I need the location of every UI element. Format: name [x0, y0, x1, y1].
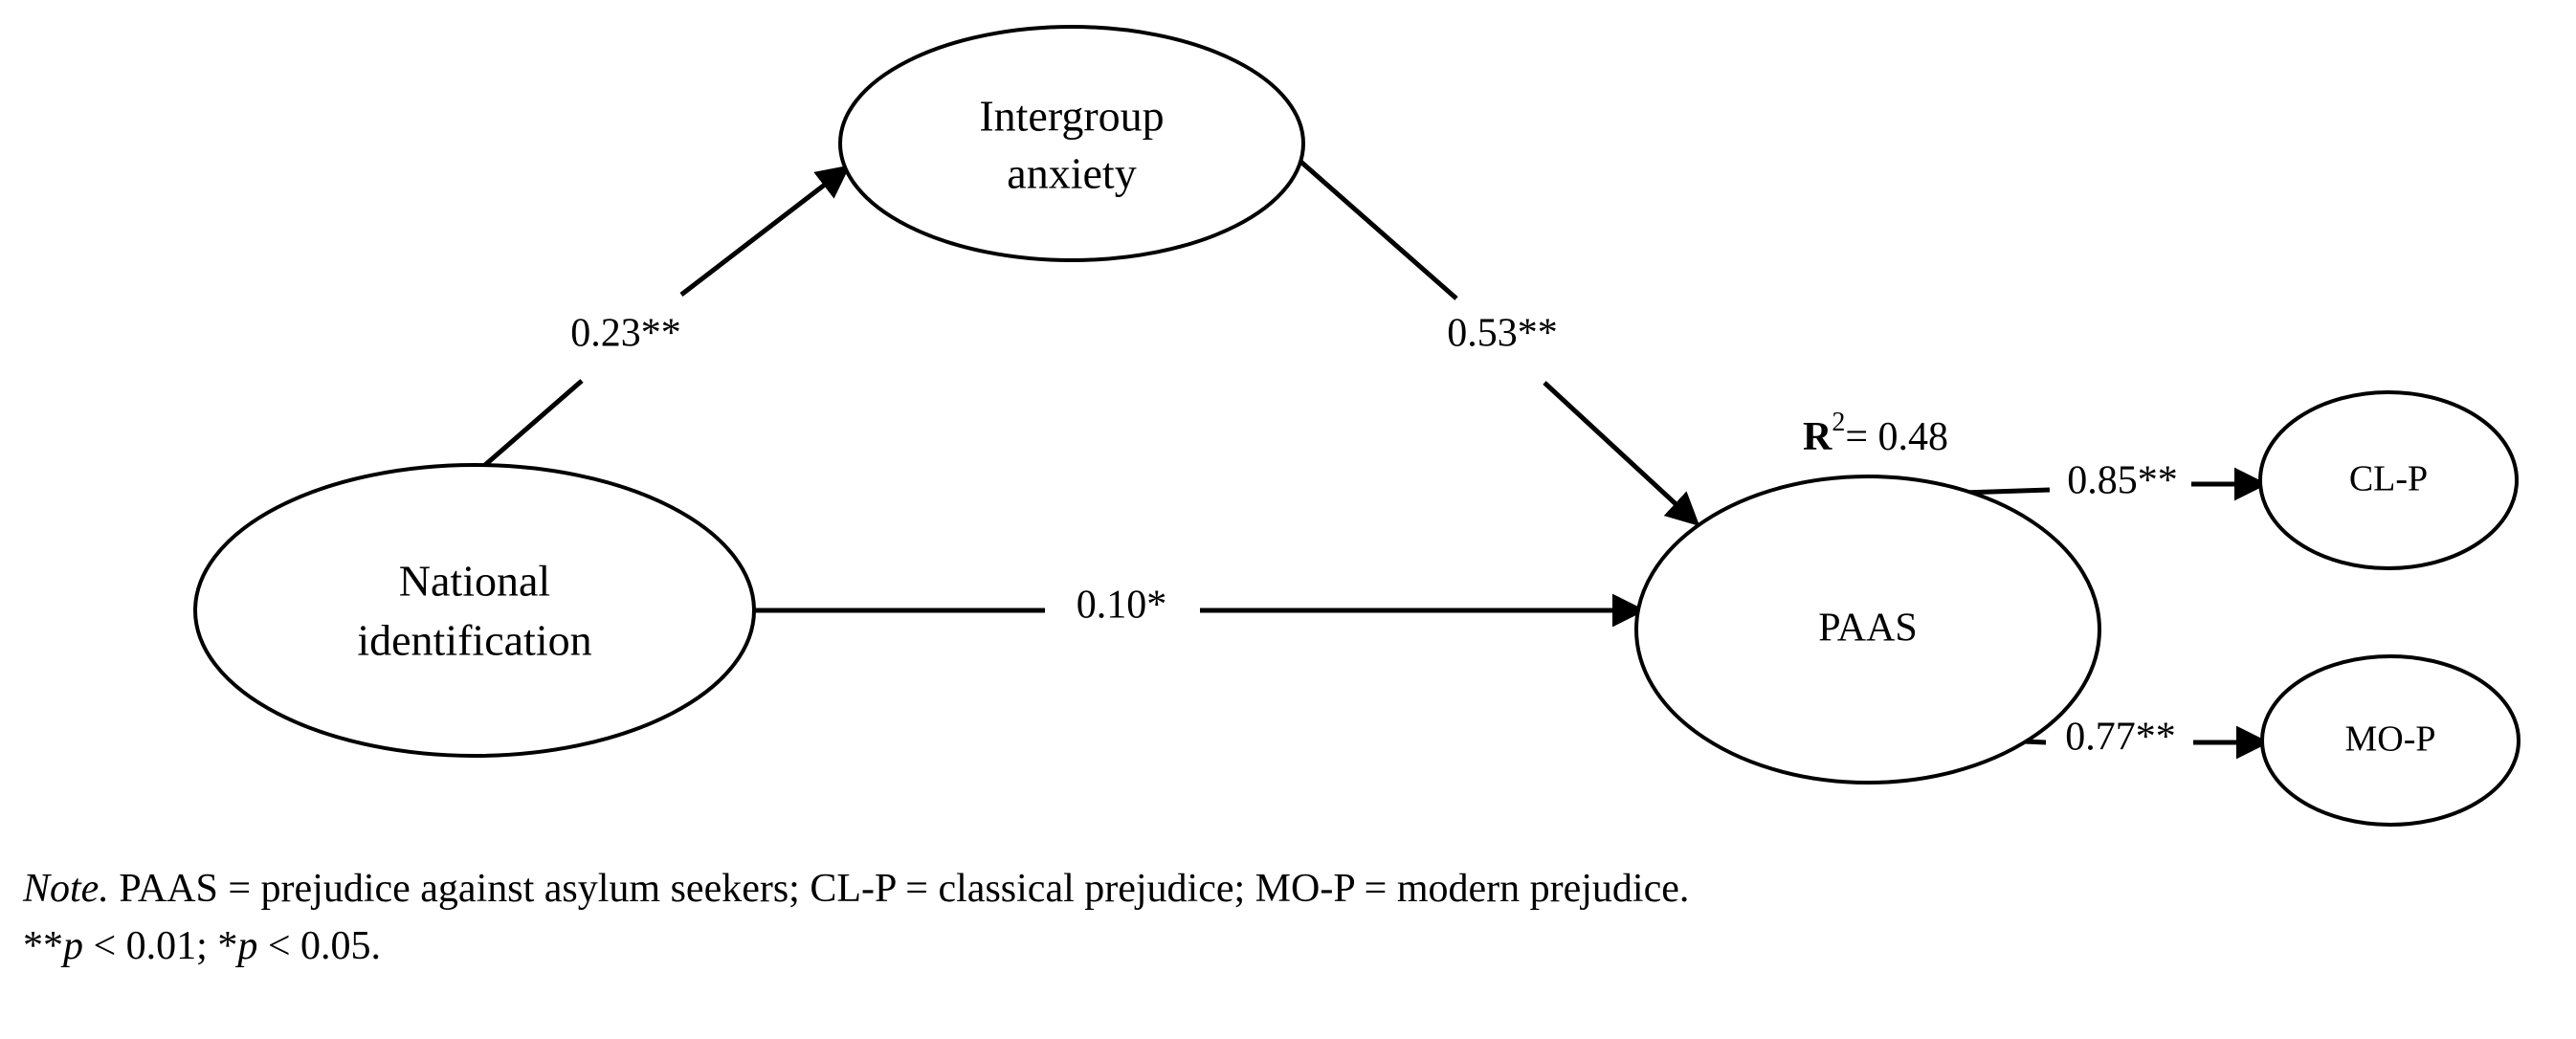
path-ni-to-anxiety: 0.23**	[477, 165, 851, 473]
node-cl-p-ellipse	[2258, 390, 2519, 570]
path-anxiety-to-paas-segment-upper	[1296, 157, 1458, 300]
figure-note-line-2: **p < 0.01; *p < 0.05.	[23, 918, 2511, 976]
node-paas-ellipse	[1634, 475, 2101, 785]
note-p-value-1: < 0.01;	[83, 923, 218, 968]
node-national-identification-label-line1: National	[399, 557, 550, 606]
path-anxiety-to-paas: 0.53**	[1296, 157, 1700, 526]
path-label-paas-to-clp: 0.85**	[2067, 459, 2178, 503]
node-mo-p-ellipse	[2260, 654, 2520, 827]
path-ni-to-anxiety-segment-lower	[477, 379, 584, 473]
path-label-ni-to-anxiety: 0.23**	[570, 312, 681, 356]
note-p-symbol-1: p	[63, 923, 83, 968]
node-national-identification-label-line2: identification	[357, 616, 591, 665]
path-label-ni-to-paas: 0.10*	[1077, 584, 1167, 628]
node-national-identification-ellipse	[193, 463, 756, 758]
node-paas[interactable]: PAAS	[1634, 475, 2101, 785]
figure-note: Note. PAAS = prejudice against asylum se…	[23, 861, 2511, 975]
note-stars-single: *	[217, 923, 238, 968]
note-p-symbol-2: p	[237, 923, 258, 968]
note-definitions: PAAS = prejudice against asylum seekers;…	[108, 867, 1690, 911]
node-mo-p[interactable]: MO-P	[2260, 654, 2520, 827]
note-prefix: Note.	[23, 867, 109, 911]
node-cl-p-label: CL-P	[2349, 459, 2428, 499]
r-squared-exponent: 2	[1832, 408, 1845, 437]
path-anxiety-to-paas-segment-lower	[1543, 381, 1700, 526]
node-intergroup-anxiety-label-line1: Intergroup	[979, 92, 1164, 141]
path-label-anxiety-to-paas: 0.53**	[1447, 312, 1558, 356]
node-mo-p-label: MO-P	[2344, 719, 2435, 760]
node-intergroup-anxiety-label-line2: anxiety	[1007, 149, 1136, 198]
r-squared-value: = 0.48	[1845, 415, 1948, 459]
node-cl-p[interactable]: CL-P	[2258, 390, 2519, 570]
node-intergroup-anxiety[interactable]: Intergroup anxiety	[838, 25, 1305, 262]
r-squared-symbol: R	[1803, 415, 1832, 459]
path-ni-to-paas: 0.10*	[739, 584, 1646, 628]
note-p-value-2: < 0.05.	[257, 923, 382, 968]
node-national-identification[interactable]: National identification	[193, 463, 756, 758]
node-paas-label: PAAS	[1818, 607, 1918, 651]
path-ni-to-anxiety-segment-upper	[679, 165, 851, 297]
figure-note-line-1: Note. PAAS = prejudice against asylum se…	[23, 861, 2511, 918]
path-label-paas-to-mop: 0.77**	[2065, 716, 2176, 760]
node-intergroup-anxiety-ellipse	[838, 25, 1305, 262]
note-stars-double: **	[23, 923, 63, 968]
r-squared-label: R2= 0.48	[1803, 408, 1948, 458]
